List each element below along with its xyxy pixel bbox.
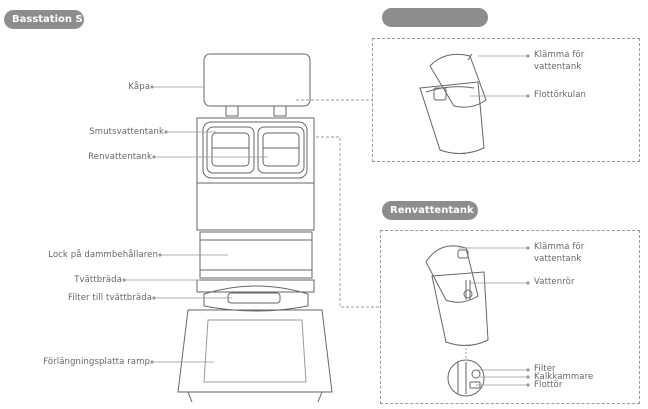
label-float: Flottör xyxy=(534,380,563,390)
dirty-tank-panel-header xyxy=(382,8,488,27)
label-top-clamp-line1: Klämma för xyxy=(534,50,585,60)
cover-shape xyxy=(203,53,311,107)
wash-board-shape xyxy=(196,279,315,293)
dirty-tank-inner xyxy=(211,132,250,167)
dirty-tank-detail xyxy=(419,53,487,154)
label-dirty-water-tank: Smutsvattentank xyxy=(89,127,164,137)
label-dust-lid: Lock på dammbehållaren xyxy=(48,250,158,260)
label-bottom-clamp-line2: vattentank xyxy=(534,254,582,264)
label-water-pipe: Vattenrör xyxy=(534,277,575,287)
clean-tank-shape xyxy=(257,126,305,174)
label-bottom-clamp-line1: Klämma för xyxy=(534,242,585,252)
clean-tank-detail xyxy=(425,245,489,346)
clean-tank-detail-box xyxy=(380,230,640,404)
label-filter: Filter xyxy=(534,364,556,374)
label-top-clamp-line2: vattentank xyxy=(534,62,582,72)
label-wash-board: Tvättbräda xyxy=(74,275,122,285)
dirty-tank-detail-box xyxy=(372,38,640,162)
clean-tank-panel-header: Renvattentank xyxy=(382,201,478,220)
hinge-left xyxy=(225,105,239,117)
label-ramp: Förlängningsplatta ramp xyxy=(43,357,150,367)
ramp-shape xyxy=(177,309,333,393)
label-wash-board-filter: Filter till tvättbräda xyxy=(67,293,152,303)
label-clean-water-tank: Renvattentank xyxy=(88,152,152,162)
label-scale-chamber: Kalkkammare xyxy=(534,372,594,382)
hinge-right xyxy=(273,105,287,117)
base-station-header: Basstation S xyxy=(4,10,84,29)
filter-assembly-zoom xyxy=(447,344,485,397)
label-float-ball: Flottörkulan xyxy=(534,90,587,100)
body-upper xyxy=(196,117,315,231)
dirty-tank-shape xyxy=(206,126,255,174)
wash-board-basin xyxy=(203,285,309,312)
label-cover: Kåpa xyxy=(128,82,150,92)
wash-board-filter-shape xyxy=(227,292,281,304)
tank-tray xyxy=(202,121,308,179)
clean-tank-inner xyxy=(262,132,300,167)
